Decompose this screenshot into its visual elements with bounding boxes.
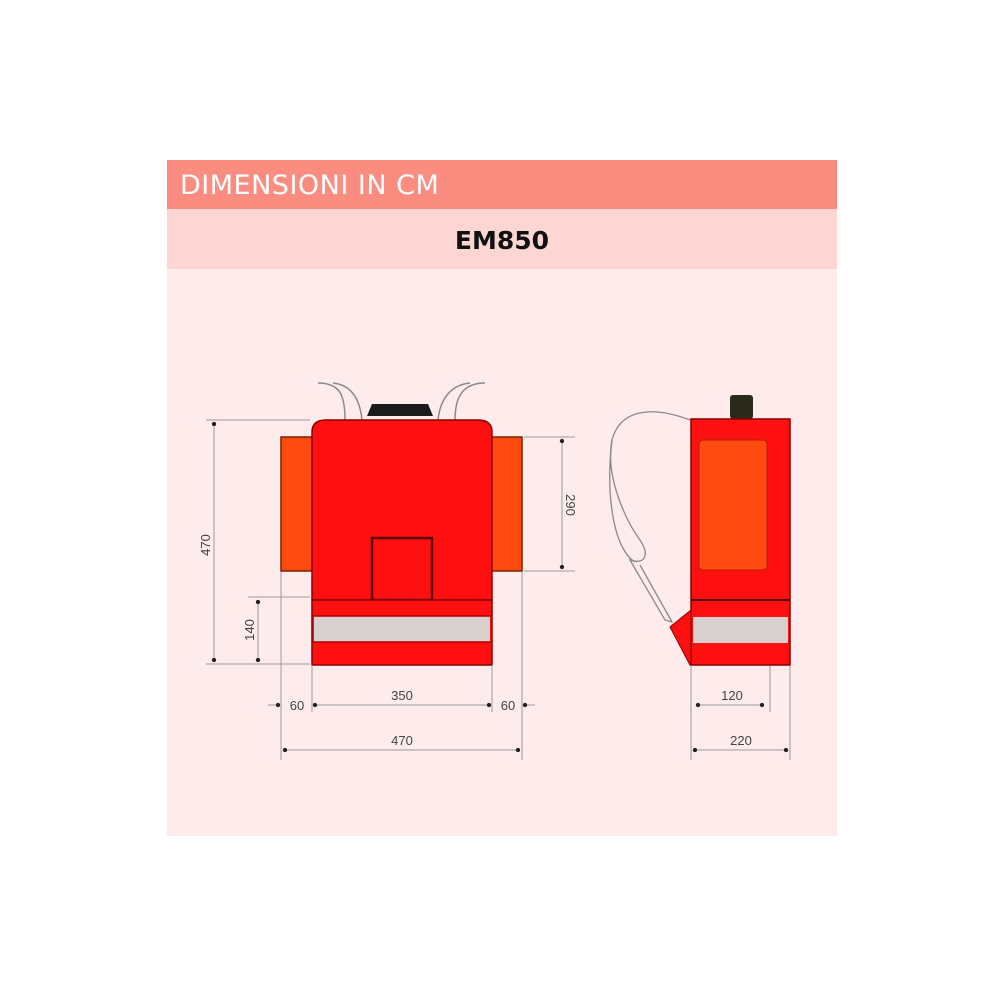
- side-strap: [610, 411, 691, 624]
- left-side-pocket: [280, 436, 317, 572]
- header-title: DIMENSIONI IN CM: [180, 170, 440, 201]
- dim-total-height: 470: [198, 534, 213, 556]
- front-dimension-labels: 470 140 290 60 350 60 470: [198, 494, 578, 748]
- side-view-backpack: [609, 395, 791, 666]
- side-pocket: [698, 439, 768, 571]
- shoulder-straps: [317, 382, 486, 421]
- reflective-band: [314, 616, 490, 642]
- right-side-pocket: [489, 436, 523, 572]
- dim-right-pocket-width: 60: [501, 698, 515, 713]
- side-dimension-lines: [690, 666, 791, 760]
- section-header: DIMENSIONI IN CM: [167, 160, 837, 209]
- front-view-backpack: [280, 382, 523, 666]
- front-pocket: [370, 536, 434, 602]
- dim-total-width: 470: [391, 733, 413, 748]
- dim-pocket-height: 290: [563, 494, 578, 516]
- dim-total-depth: 220: [730, 733, 752, 748]
- bottom-wedge: [669, 608, 692, 666]
- model-name: EM850: [454, 226, 550, 255]
- main-body: [311, 419, 493, 601]
- side-dimension-labels: 120 220: [721, 688, 752, 748]
- dim-left-pocket-width: 60: [290, 698, 304, 713]
- front-dimension-lines: [206, 419, 575, 760]
- dim-base-depth: 120: [721, 688, 743, 703]
- dim-bottom-height: 140: [242, 619, 257, 641]
- dim-body-width: 350: [391, 688, 413, 703]
- model-header: EM850: [167, 209, 837, 269]
- top-cap: [730, 395, 753, 419]
- side-reflective-band: [693, 617, 788, 643]
- carry-handle: [367, 404, 433, 416]
